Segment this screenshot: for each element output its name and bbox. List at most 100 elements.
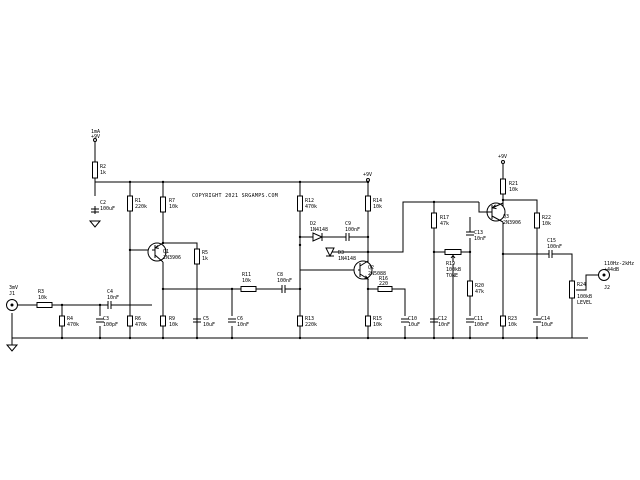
resistor-r1: R1 220k <box>127 195 147 212</box>
svg-text:100nF: 100nF <box>474 322 489 328</box>
svg-text:1mA: 1mA <box>91 129 100 135</box>
svg-text:2N3906: 2N3906 <box>503 220 521 226</box>
svg-text:110Hz-2kHz: 110Hz-2kHz <box>604 261 634 267</box>
capacitor-c14: C14 10uF <box>533 316 553 328</box>
svg-text:470k: 470k <box>135 322 147 328</box>
wiring <box>11 140 599 345</box>
svg-text:R11: R11 <box>242 272 251 278</box>
capacitor-c10: C10 10uF <box>401 316 420 328</box>
svg-text:10k: 10k <box>509 187 518 193</box>
capacitor-c6: C6 10nF <box>228 316 249 328</box>
svg-text:47k: 47k <box>440 221 449 227</box>
svg-text:3mV: 3mV <box>9 285 18 291</box>
svg-text:C6: C6 <box>237 316 243 322</box>
transistor-q2: Q2 2N5088 <box>353 260 386 280</box>
potentiometer-r19-tone: R19 100kB TONE <box>444 249 462 279</box>
svg-text:TONE: TONE <box>446 273 458 279</box>
resistor-r2: R2 1k <box>92 161 106 179</box>
svg-text:D3: D3 <box>338 250 344 256</box>
svg-text:R22: R22 <box>542 215 551 221</box>
svg-text:R3: R3 <box>38 289 44 295</box>
svg-text:R20: R20 <box>475 283 484 289</box>
output-jack-j2: 110Hz-2kHz +44dB J2 <box>598 261 634 291</box>
supply-mid-label: +9V <box>363 172 372 178</box>
svg-text:C15: C15 <box>547 238 556 244</box>
transistor-q3: Q3 2N3906 <box>478 202 521 226</box>
svg-text:J1: J1 <box>9 291 15 297</box>
svg-text:10k: 10k <box>169 204 178 210</box>
svg-text:C8: C8 <box>277 272 283 278</box>
svg-text:10nF: 10nF <box>237 322 249 328</box>
svg-text:10nF: 10nF <box>438 322 450 328</box>
svg-text:100kB: 100kB <box>446 267 461 273</box>
resistor-r11: R11 10k <box>240 272 257 292</box>
resistor-r20: R20 47k <box>467 280 484 297</box>
svg-text:10k: 10k <box>508 322 517 328</box>
svg-text:10nF: 10nF <box>474 236 486 242</box>
capacitor-c13: C13 10nF <box>466 230 486 242</box>
svg-text:+9V: +9V <box>91 134 100 140</box>
svg-text:47k: 47k <box>475 289 484 295</box>
svg-text:R24: R24 <box>577 282 586 288</box>
svg-text:220k: 220k <box>305 322 317 328</box>
resistor-r5: R5 1k <box>194 248 208 265</box>
resistor-r23: R23 10k <box>500 315 517 328</box>
svg-text:R5: R5 <box>202 250 208 256</box>
junctions <box>60 180 539 340</box>
svg-text:R17: R17 <box>440 215 449 221</box>
capacitor-c2: C2 100uF <box>91 200 115 214</box>
svg-text:R23: R23 <box>508 316 517 322</box>
svg-text:C4: C4 <box>107 289 113 295</box>
svg-text:C12: C12 <box>438 316 447 322</box>
resistor-r3: R3 10k <box>36 289 53 308</box>
capacitor-c4: C4 10nF <box>107 289 119 309</box>
svg-text:R15: R15 <box>373 316 382 322</box>
svg-text:220k: 220k <box>135 204 147 210</box>
input-jack-j1: 3mV J1 <box>6 285 18 311</box>
resistor-r6: R6 470k <box>127 315 147 328</box>
capacitor-c11: C11 100nF <box>466 316 489 328</box>
svg-text:R21: R21 <box>509 181 518 187</box>
supply-left-label: 1mA +9V <box>91 129 100 140</box>
supply-markers <box>93 138 505 182</box>
svg-text:C13: C13 <box>474 230 483 236</box>
svg-text:R7: R7 <box>169 198 175 204</box>
svg-text:R9: R9 <box>169 316 175 322</box>
svg-text:Q2: Q2 <box>368 265 374 271</box>
svg-text:J2: J2 <box>604 285 610 291</box>
transistor-q1: Q1 2N3906 <box>147 242 181 263</box>
capacitor-c15: C15 100nF <box>547 238 562 258</box>
svg-text:10uF: 10uF <box>541 322 553 328</box>
svg-text:C11: C11 <box>474 316 483 322</box>
svg-text:1N4148: 1N4148 <box>310 227 328 233</box>
svg-text:100kB: 100kB <box>577 294 592 300</box>
svg-text:10k: 10k <box>373 322 382 328</box>
ground-symbols <box>5 220 102 352</box>
svg-text:C14: C14 <box>541 316 550 322</box>
capacitor-c3: C3 100pF <box>96 316 118 328</box>
svg-text:1N4148: 1N4148 <box>338 256 356 262</box>
resistor-r22: R22 10k <box>534 212 551 229</box>
svg-text:+44dB: +44dB <box>604 267 619 273</box>
supply-right-label: +9V <box>498 154 507 160</box>
resistor-r13: R13 220k <box>297 315 317 328</box>
resistor-r21: R21 10k <box>500 178 518 195</box>
svg-text:470k: 470k <box>67 322 79 328</box>
svg-text:C5: C5 <box>203 316 209 322</box>
potentiometer-r24-level: R24 100kB 100kB LEVEL <box>569 280 592 306</box>
svg-text:R2: R2 <box>100 164 106 170</box>
svg-text:2N3906: 2N3906 <box>163 255 181 261</box>
svg-text:R16: R16 <box>379 276 388 282</box>
svg-text:C2: C2 <box>100 200 106 206</box>
copyright-text: COPYRIGHT 2021 SRGAMPS.COM <box>192 193 278 199</box>
svg-text:R1: R1 <box>135 198 141 204</box>
svg-text:220: 220 <box>379 281 388 287</box>
svg-text:Q3: Q3 <box>503 214 509 220</box>
svg-text:100pF: 100pF <box>103 322 118 328</box>
capacitor-c5: C5 10uF <box>193 316 215 328</box>
svg-text:100nF: 100nF <box>547 244 562 250</box>
capacitor-c9: C9 100nF <box>345 221 360 241</box>
svg-text:100uF: 100uF <box>100 206 115 212</box>
svg-text:10k: 10k <box>38 295 47 301</box>
